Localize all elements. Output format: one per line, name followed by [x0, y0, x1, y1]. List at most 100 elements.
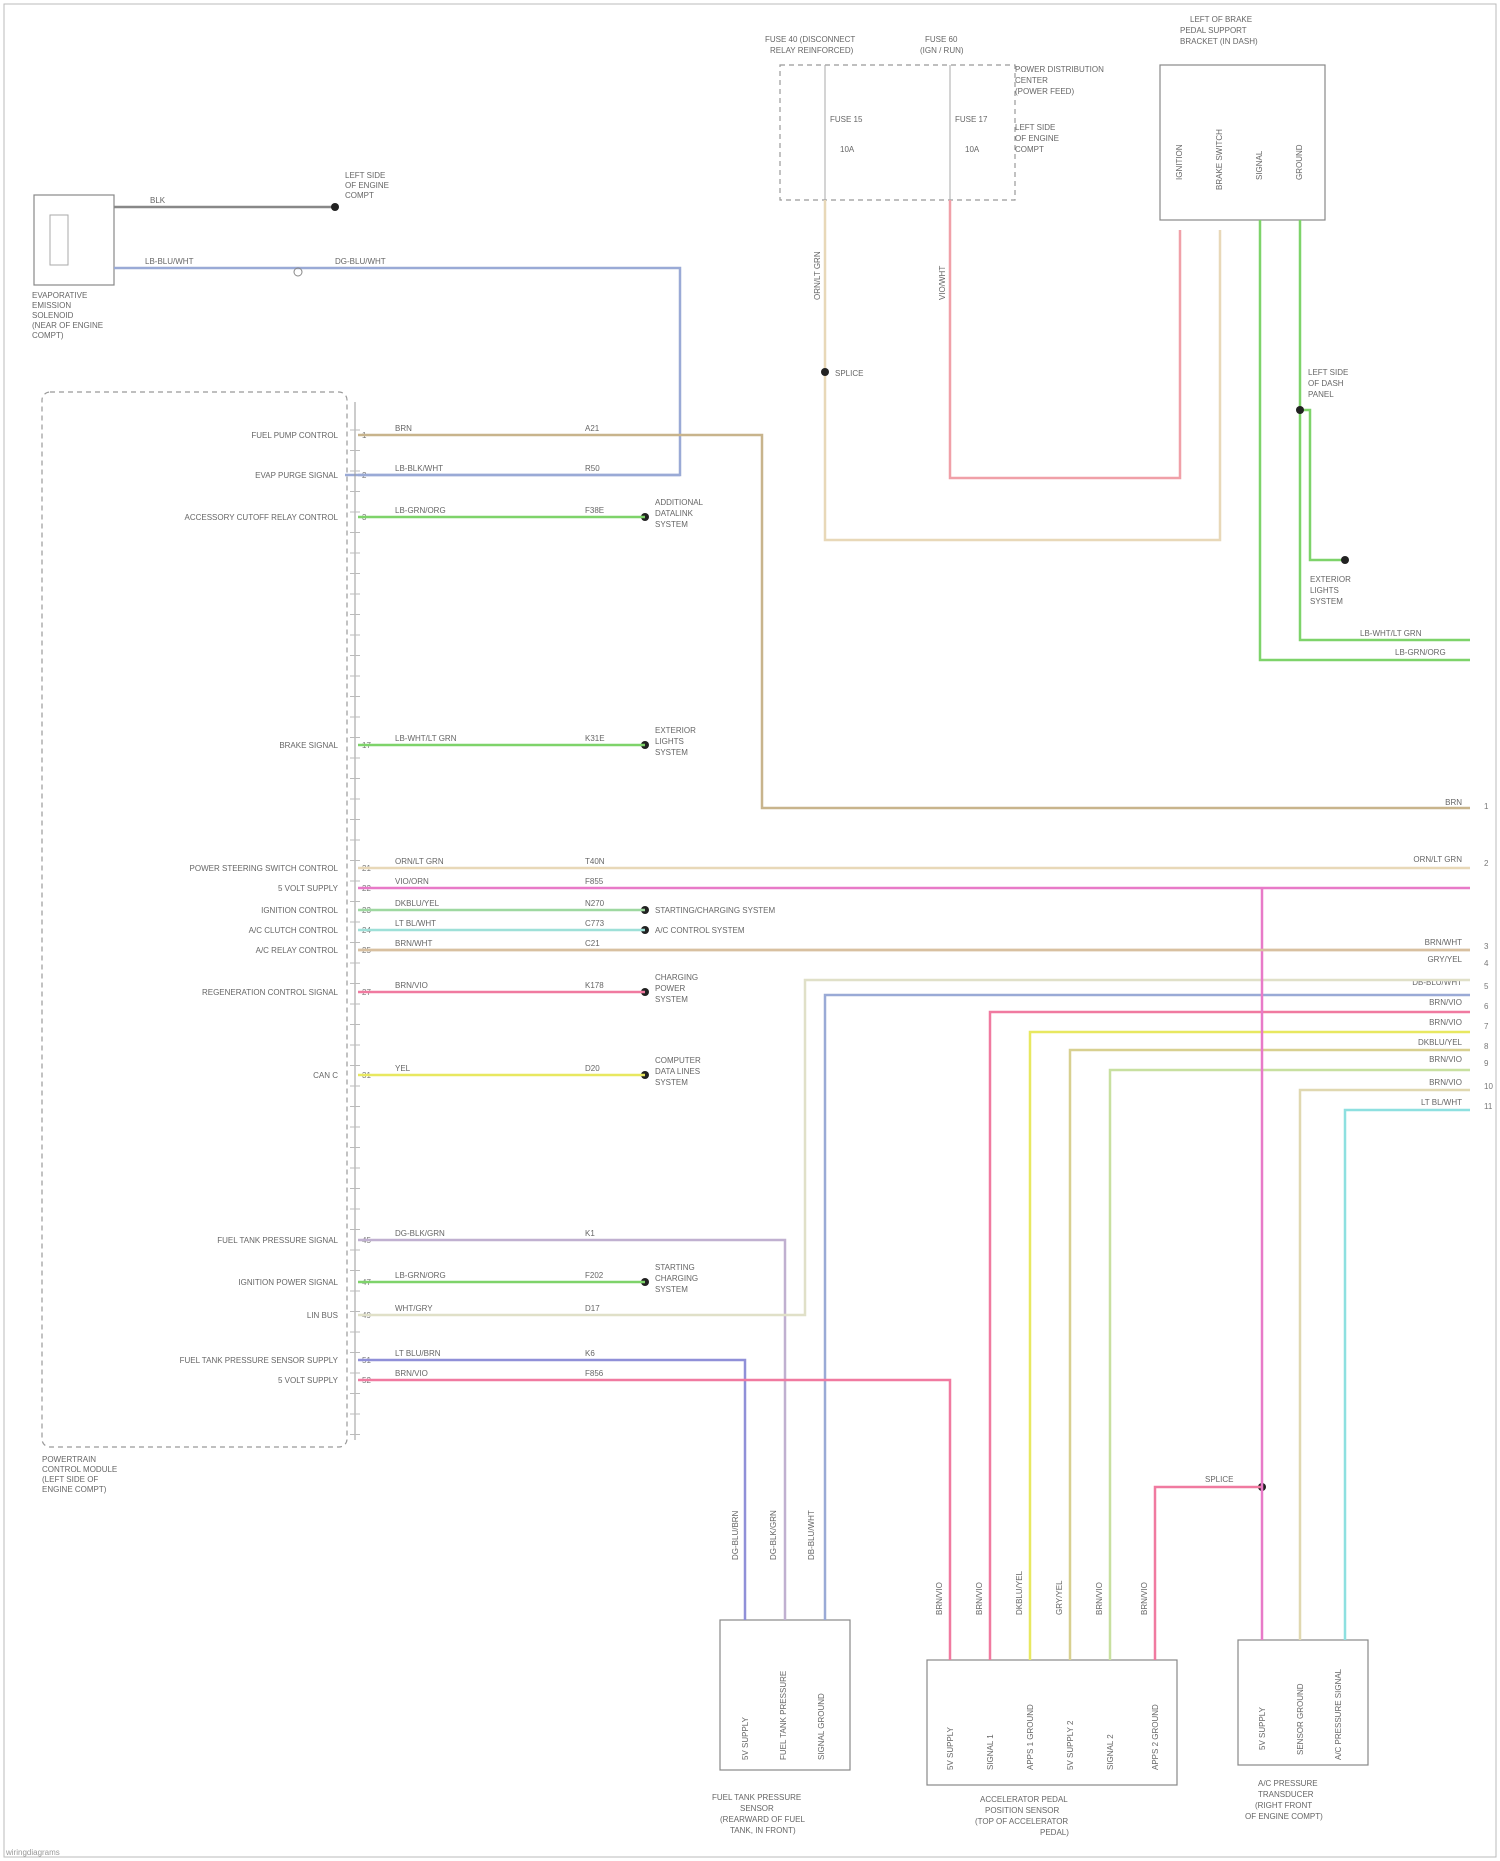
ecm-pin-destination: SYSTEM	[655, 748, 688, 757]
ecm-pin-wire	[358, 435, 1470, 808]
ecm-pin-label: A/C RELAY CONTROL	[256, 946, 339, 955]
ecm-pin-wire-color: LT BLU/BRN	[395, 1349, 441, 1358]
ecm-pin-destination: SYSTEM	[655, 1285, 688, 1294]
brake-ground-2: PANEL	[1308, 390, 1334, 399]
ecm-pin-label: FUEL TANK PRESSURE SIGNAL	[217, 1236, 338, 1245]
fuel-sensor-pin-1: FUEL TANK PRESSURE	[779, 1671, 788, 1760]
right-edge-label: BRN	[1445, 798, 1462, 807]
brake-pin-1: BRAKE SWITCH	[1215, 129, 1224, 190]
brake-ground-dot	[1296, 406, 1304, 414]
fuse-left-label-1: RELAY REINFORCED)	[770, 46, 854, 55]
ecm-pin-destination: EXTERIOR	[655, 726, 696, 735]
accel-pin-label: APPS 1 GROUND	[1026, 1704, 1035, 1770]
ac-name-2: (RIGHT FRONT	[1255, 1801, 1312, 1810]
ecm-pin-label: EVAP PURGE SIGNAL	[255, 471, 338, 480]
accel-wire-color: BRN/VIO	[935, 1582, 944, 1615]
fuel-sensor-pin-2: SIGNAL GROUND	[817, 1693, 826, 1760]
fuel-tank-sensor: FUEL TANK PRESSURE SENSOR (REARWARD OF F…	[712, 1510, 850, 1835]
ecm: POWERTRAIN CONTROL MODULE (LEFT SIDE OF …	[42, 392, 1470, 1494]
solenoid-coil-icon	[50, 215, 68, 265]
fuel-sensor-wire-0: DG-BLU/BRN	[731, 1510, 740, 1560]
ecm-pin-circuit: K178	[585, 981, 604, 990]
accel-name-3: PEDAL)	[1040, 1828, 1069, 1837]
brake-signal-wire	[1260, 220, 1470, 660]
accel-wire-color: BRN/VIO	[1095, 1582, 1104, 1615]
ecm-pin-circuit: N270	[585, 899, 605, 908]
ecm-pin-destination: STARTING/CHARGING SYSTEM	[655, 906, 775, 915]
accel-sensor-box	[927, 1660, 1177, 1785]
brake-ground-1: OF DASH	[1308, 379, 1344, 388]
ecm-pin-circuit: K6	[585, 1349, 595, 1358]
right-edge-label: BRN/VIO	[1429, 1078, 1462, 1087]
fuse-a-amp: 10A	[840, 145, 855, 154]
ecm-pin-wire-color: ORN/LT GRN	[395, 857, 444, 866]
ecm-pin-destination: POWER	[655, 984, 685, 993]
solenoid-ground-0: LEFT SIDE	[345, 171, 385, 180]
ac-name-0: A/C PRESSURE	[1258, 1779, 1318, 1788]
ecm-pin-circuit: T40N	[585, 857, 605, 866]
pdc-2: (POWER FEED)	[1015, 87, 1074, 96]
ac-pin-2: A/C PRESSURE SIGNAL	[1334, 1668, 1343, 1760]
ac-transducer: A/C PRESSURE TRANSDUCER (RIGHT FRONT OF …	[1205, 1475, 1368, 1821]
fuse-right-label-1: (IGN / RUN)	[920, 46, 964, 55]
ecm-pin-wire-color: BRN	[395, 424, 412, 433]
ecm-pin-label: ACCESSORY CUTOFF RELAY CONTROL	[184, 513, 338, 522]
pdc-3: LEFT SIDE	[1015, 123, 1055, 132]
ac-name-1: TRANSDUCER	[1258, 1790, 1314, 1799]
ecm-pin-label: FUEL TANK PRESSURE SENSOR SUPPLY	[180, 1356, 339, 1365]
accel-pedal-sensor: ACCELERATOR PEDAL POSITION SENSOR (TOP O…	[927, 1570, 1177, 1837]
fuel-sensor-name-3: TANK, IN FRONT)	[730, 1826, 796, 1835]
ecm-pin-label: IGNITION POWER SIGNAL	[238, 1278, 338, 1287]
solenoid-wire2-color: LB-BLU/WHT	[145, 257, 194, 266]
solenoid-wire1-color: BLK	[150, 196, 166, 205]
ecm-pin-wire-color: BRN/VIO	[395, 981, 428, 990]
brake-name-0: LEFT OF BRAKE	[1190, 15, 1252, 24]
fuse-box	[780, 65, 1015, 200]
ecm-pin-circuit: R50	[585, 464, 600, 473]
right-edge-pin: 6	[1484, 1002, 1489, 1011]
ecm-pin-circuit: D20	[585, 1064, 600, 1073]
fuse-a-label: FUSE 15	[830, 115, 863, 124]
ecm-pin-destination: COMPUTER	[655, 1056, 701, 1065]
harness-wire	[1110, 1070, 1470, 1660]
fuel-sensor-wire-1: DG-BLK/GRN	[769, 1510, 778, 1560]
accel-name-0: ACCELERATOR PEDAL	[980, 1795, 1068, 1804]
fuse-left-label-0: FUSE 40 (DISCONNECT	[765, 35, 855, 44]
harness-wire	[600, 1240, 785, 1620]
ecm-pin-circuit: D17	[585, 1304, 600, 1313]
solenoid-box	[34, 195, 114, 285]
splice-dot	[821, 368, 829, 376]
right-edge-pin: 7	[1484, 1022, 1489, 1031]
ecm-pin-circuit: K1	[585, 1229, 595, 1238]
ecm-name-2: (LEFT SIDE OF	[42, 1475, 98, 1484]
accel-wire-color: DKBLU/YEL	[1015, 1570, 1024, 1615]
right-edge-pin: 8	[1484, 1042, 1489, 1051]
right-edge-pin: 4	[1484, 959, 1489, 968]
ecm-pin-wire-color: BRN/WHT	[395, 939, 432, 948]
accel-pin-group: 5V SUPPLYBRN/VIOSIGNAL 1BRN/VIOAPPS 1 GR…	[935, 1570, 1160, 1770]
brake-name-2: BRACKET (IN DASH)	[1180, 37, 1258, 46]
right-edge-label: BRN/VIO	[1429, 1018, 1462, 1027]
right-edge-pin: 9	[1484, 1059, 1489, 1068]
accel-pin-label: SIGNAL 2	[1106, 1734, 1115, 1770]
right-edge-label: LT BL/WHT	[1421, 1098, 1462, 1107]
fuse-a-wire-color: ORN/LT GRN	[813, 251, 822, 300]
ecm-pin-destination: DATALINK	[655, 509, 694, 518]
evap-solenoid: EVAPORATIVE EMISSION SOLENOID (NEAR OF E…	[32, 171, 680, 475]
solenoid-name-3: (NEAR OF ENGINE	[32, 321, 103, 330]
ecm-pin-wire-color: LB-GRN/ORG	[395, 1271, 446, 1280]
solenoid-ground-1: OF ENGINE	[345, 181, 389, 190]
ground-dot	[331, 203, 339, 211]
harness-wire	[600, 980, 1470, 1315]
fuel-sensor-name-1: SENSOR	[740, 1804, 774, 1813]
ecm-pin-destination: ADDITIONAL	[655, 498, 704, 507]
pdc-4: OF ENGINE	[1015, 134, 1059, 143]
splice-label: SPLICE	[835, 369, 863, 378]
harness-wire	[600, 1360, 745, 1620]
ac-name-3: OF ENGINE COMPT)	[1245, 1812, 1323, 1821]
brake-dest-0: EXTERIOR	[1310, 575, 1351, 584]
ecm-pin-label: A/C CLUTCH CONTROL	[249, 926, 339, 935]
ecm-pin-circuit: C773	[585, 919, 605, 928]
solenoid-wire2b-color: DG-BLU/WHT	[335, 257, 386, 266]
